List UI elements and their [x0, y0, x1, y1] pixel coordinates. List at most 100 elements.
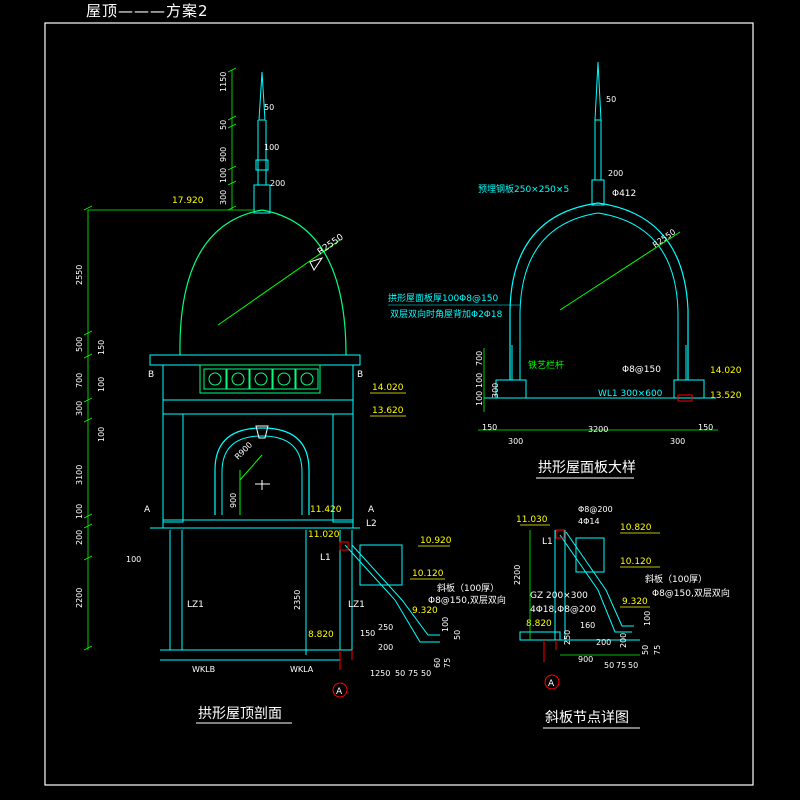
elev-10920: 10.920	[420, 536, 452, 546]
dim-1250: 1250	[370, 669, 390, 678]
rb-note-bars: 4Φ18,Φ8@200	[530, 605, 596, 615]
rt-dim-700: 700	[475, 351, 484, 366]
rb-elev-9320: 9.320	[622, 597, 648, 607]
right-top-view: 50 200 R2550 预埋钢板250×250×5 Φ412 拱形屋面板厚10…	[388, 61, 742, 479]
rb-dim-50c: 50	[641, 645, 650, 655]
rt-dim-100a: 100	[475, 373, 484, 388]
drawing-frame	[44, 22, 754, 786]
rt-elev-14020: 14.020	[710, 366, 742, 376]
left-dim-100: 100	[75, 504, 84, 519]
arch-radius-label: R900	[233, 440, 254, 461]
rb-elev-11030: 11.030	[516, 515, 548, 525]
axis-bubble-left	[332, 682, 348, 698]
rb-elev-10120: 10.120	[620, 557, 652, 567]
rt-note-beam: WL1 300×600	[598, 389, 663, 399]
rt-arch-outer	[509, 202, 689, 380]
spire-dim-chain	[227, 67, 237, 211]
left-dim-200: 200	[75, 530, 84, 545]
side-dim-200: 200	[378, 643, 393, 652]
member-wklb: WKLB	[192, 665, 215, 674]
dome-outline	[179, 209, 347, 356]
left-dim-700: 700	[75, 373, 84, 388]
rb-dim-50a: 50	[604, 661, 614, 670]
note-slab: 斜板（100厚）	[437, 582, 499, 594]
left-dim-100-low: 100	[126, 555, 141, 564]
rt-radius-label: R2550	[651, 227, 677, 249]
rt-note-dia: Φ412	[612, 189, 636, 199]
spire-dim-50: 50	[219, 120, 228, 130]
note-rebar: Φ8@150,双层双向	[428, 594, 506, 606]
spire-dim-900: 900	[219, 147, 228, 162]
left-dim-3100: 3100	[75, 465, 84, 485]
left-dim-chain	[83, 205, 255, 651]
rt-note-slab2: 双层双向时角屋背加Φ2Φ18	[390, 308, 503, 320]
rb-note-n2: 4Φ14	[578, 517, 600, 526]
rb-dim-2200: 2200	[513, 565, 522, 585]
left-dim-2200: 2200	[75, 588, 84, 608]
arch-keystone	[255, 425, 269, 439]
rb-dim-250: 250	[563, 630, 572, 645]
elev-17920: 17.920	[172, 196, 204, 206]
rt-elev-13520: 13.520	[710, 391, 742, 401]
member-l1: L1	[320, 553, 331, 563]
elev-11420: 11.420	[310, 505, 342, 515]
rt-bottom-150b: 150	[698, 423, 713, 432]
side-dim-150: 150	[360, 629, 375, 638]
marker-a-left: A	[144, 505, 151, 515]
left-elevations: 17.920 14.020 13.620 11.420 11.020 10.92…	[172, 196, 452, 640]
rt-dim-100b: 100	[475, 391, 484, 406]
left-dim-2550: 2550	[75, 265, 84, 285]
arch-window	[214, 427, 310, 515]
dim-50a: 50	[395, 669, 405, 678]
rb-note-slab: 斜板（100厚）	[645, 573, 707, 585]
rt-note-rebar: Φ8@150	[622, 365, 661, 375]
spire-dim-100: 100	[219, 168, 228, 183]
rt-bottom-3200: 3200	[588, 425, 608, 434]
rb-dim-160: 160	[580, 621, 595, 630]
spire-label-50: 50	[264, 103, 274, 112]
rt-bottom-150a: 150	[482, 423, 497, 432]
rt-bottom-300a: 300	[508, 437, 523, 446]
axis-label-left: A	[336, 687, 343, 697]
dim-900-label: 900	[229, 493, 238, 508]
member-lz1-left: LZ1	[187, 600, 204, 610]
side-dim-250: 250	[378, 623, 393, 632]
elev-14020: 14.020	[372, 383, 404, 393]
rt-spire-200: 200	[608, 169, 623, 178]
elev-11020: 11.020	[308, 530, 340, 540]
side-dim-50: 50	[453, 630, 462, 640]
rt-bottom-300b: 300	[670, 437, 685, 446]
dim-50b: 50	[421, 669, 431, 678]
rb-dim-200: 200	[596, 638, 611, 647]
member-wkla: WKLA	[290, 665, 314, 674]
rb-dim-75b: 75	[653, 645, 662, 655]
marker-a-right: A	[368, 505, 375, 515]
rb-dim-50b: 50	[628, 661, 638, 670]
left-small-150: 150	[97, 340, 106, 355]
elev-10120: 10.120	[412, 569, 444, 579]
rb-note-n1: Φ8@200	[578, 505, 613, 514]
axis-bubble-right	[544, 674, 560, 690]
side-dim-60: 60	[433, 658, 442, 668]
elev-8820: 8.820	[308, 630, 334, 640]
sheet-title: 屋顶———方案2	[86, 2, 209, 20]
rt-note-slab1: 拱形屋面板厚100Φ8@150	[388, 292, 498, 304]
left-view-title: 拱形屋顶剖面	[198, 706, 282, 722]
lower-structure	[160, 530, 440, 670]
rt-arch-inner	[519, 212, 679, 380]
spire	[253, 71, 271, 214]
radius-label: R2550	[316, 232, 346, 257]
rb-dim-200b: 200	[619, 633, 628, 648]
rt-spire	[591, 61, 605, 206]
spire-label-100: 100	[264, 143, 279, 152]
rb-dim-900: 900	[578, 655, 593, 664]
spire-label-200: 200	[270, 179, 285, 188]
member-lz1-right: LZ1	[348, 600, 365, 610]
radius-line	[217, 239, 341, 326]
rt-spire-50: 50	[606, 95, 616, 104]
left-view: R2550 R900 900	[75, 67, 506, 724]
spire-dim-300: 300	[219, 190, 228, 205]
rb-dim-75: 75	[616, 661, 626, 670]
dim-75: 75	[408, 669, 418, 678]
rt-note-rail: 铁艺栏杆	[528, 359, 564, 371]
